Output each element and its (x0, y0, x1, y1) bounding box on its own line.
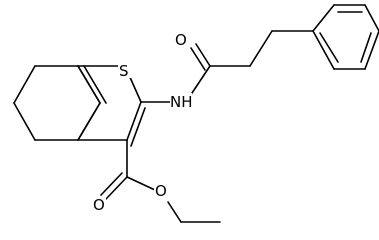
atom-labels: S NH O O O (92, 31, 193, 214)
phenyl-ring (312, 4, 379, 70)
ester-chain (100, 139, 221, 223)
amide-chain (140, 30, 314, 103)
thiophene-ring (77, 65, 146, 147)
ester-ether-oxygen-label: O (155, 182, 167, 200)
cyclohexane-ring (13, 65, 101, 141)
sulfur-label: S (119, 62, 129, 80)
ester-carbonyl-oxygen-label: O (93, 196, 105, 214)
amide-oxygen-label: O (175, 31, 187, 49)
nh-label: NH (170, 93, 193, 111)
